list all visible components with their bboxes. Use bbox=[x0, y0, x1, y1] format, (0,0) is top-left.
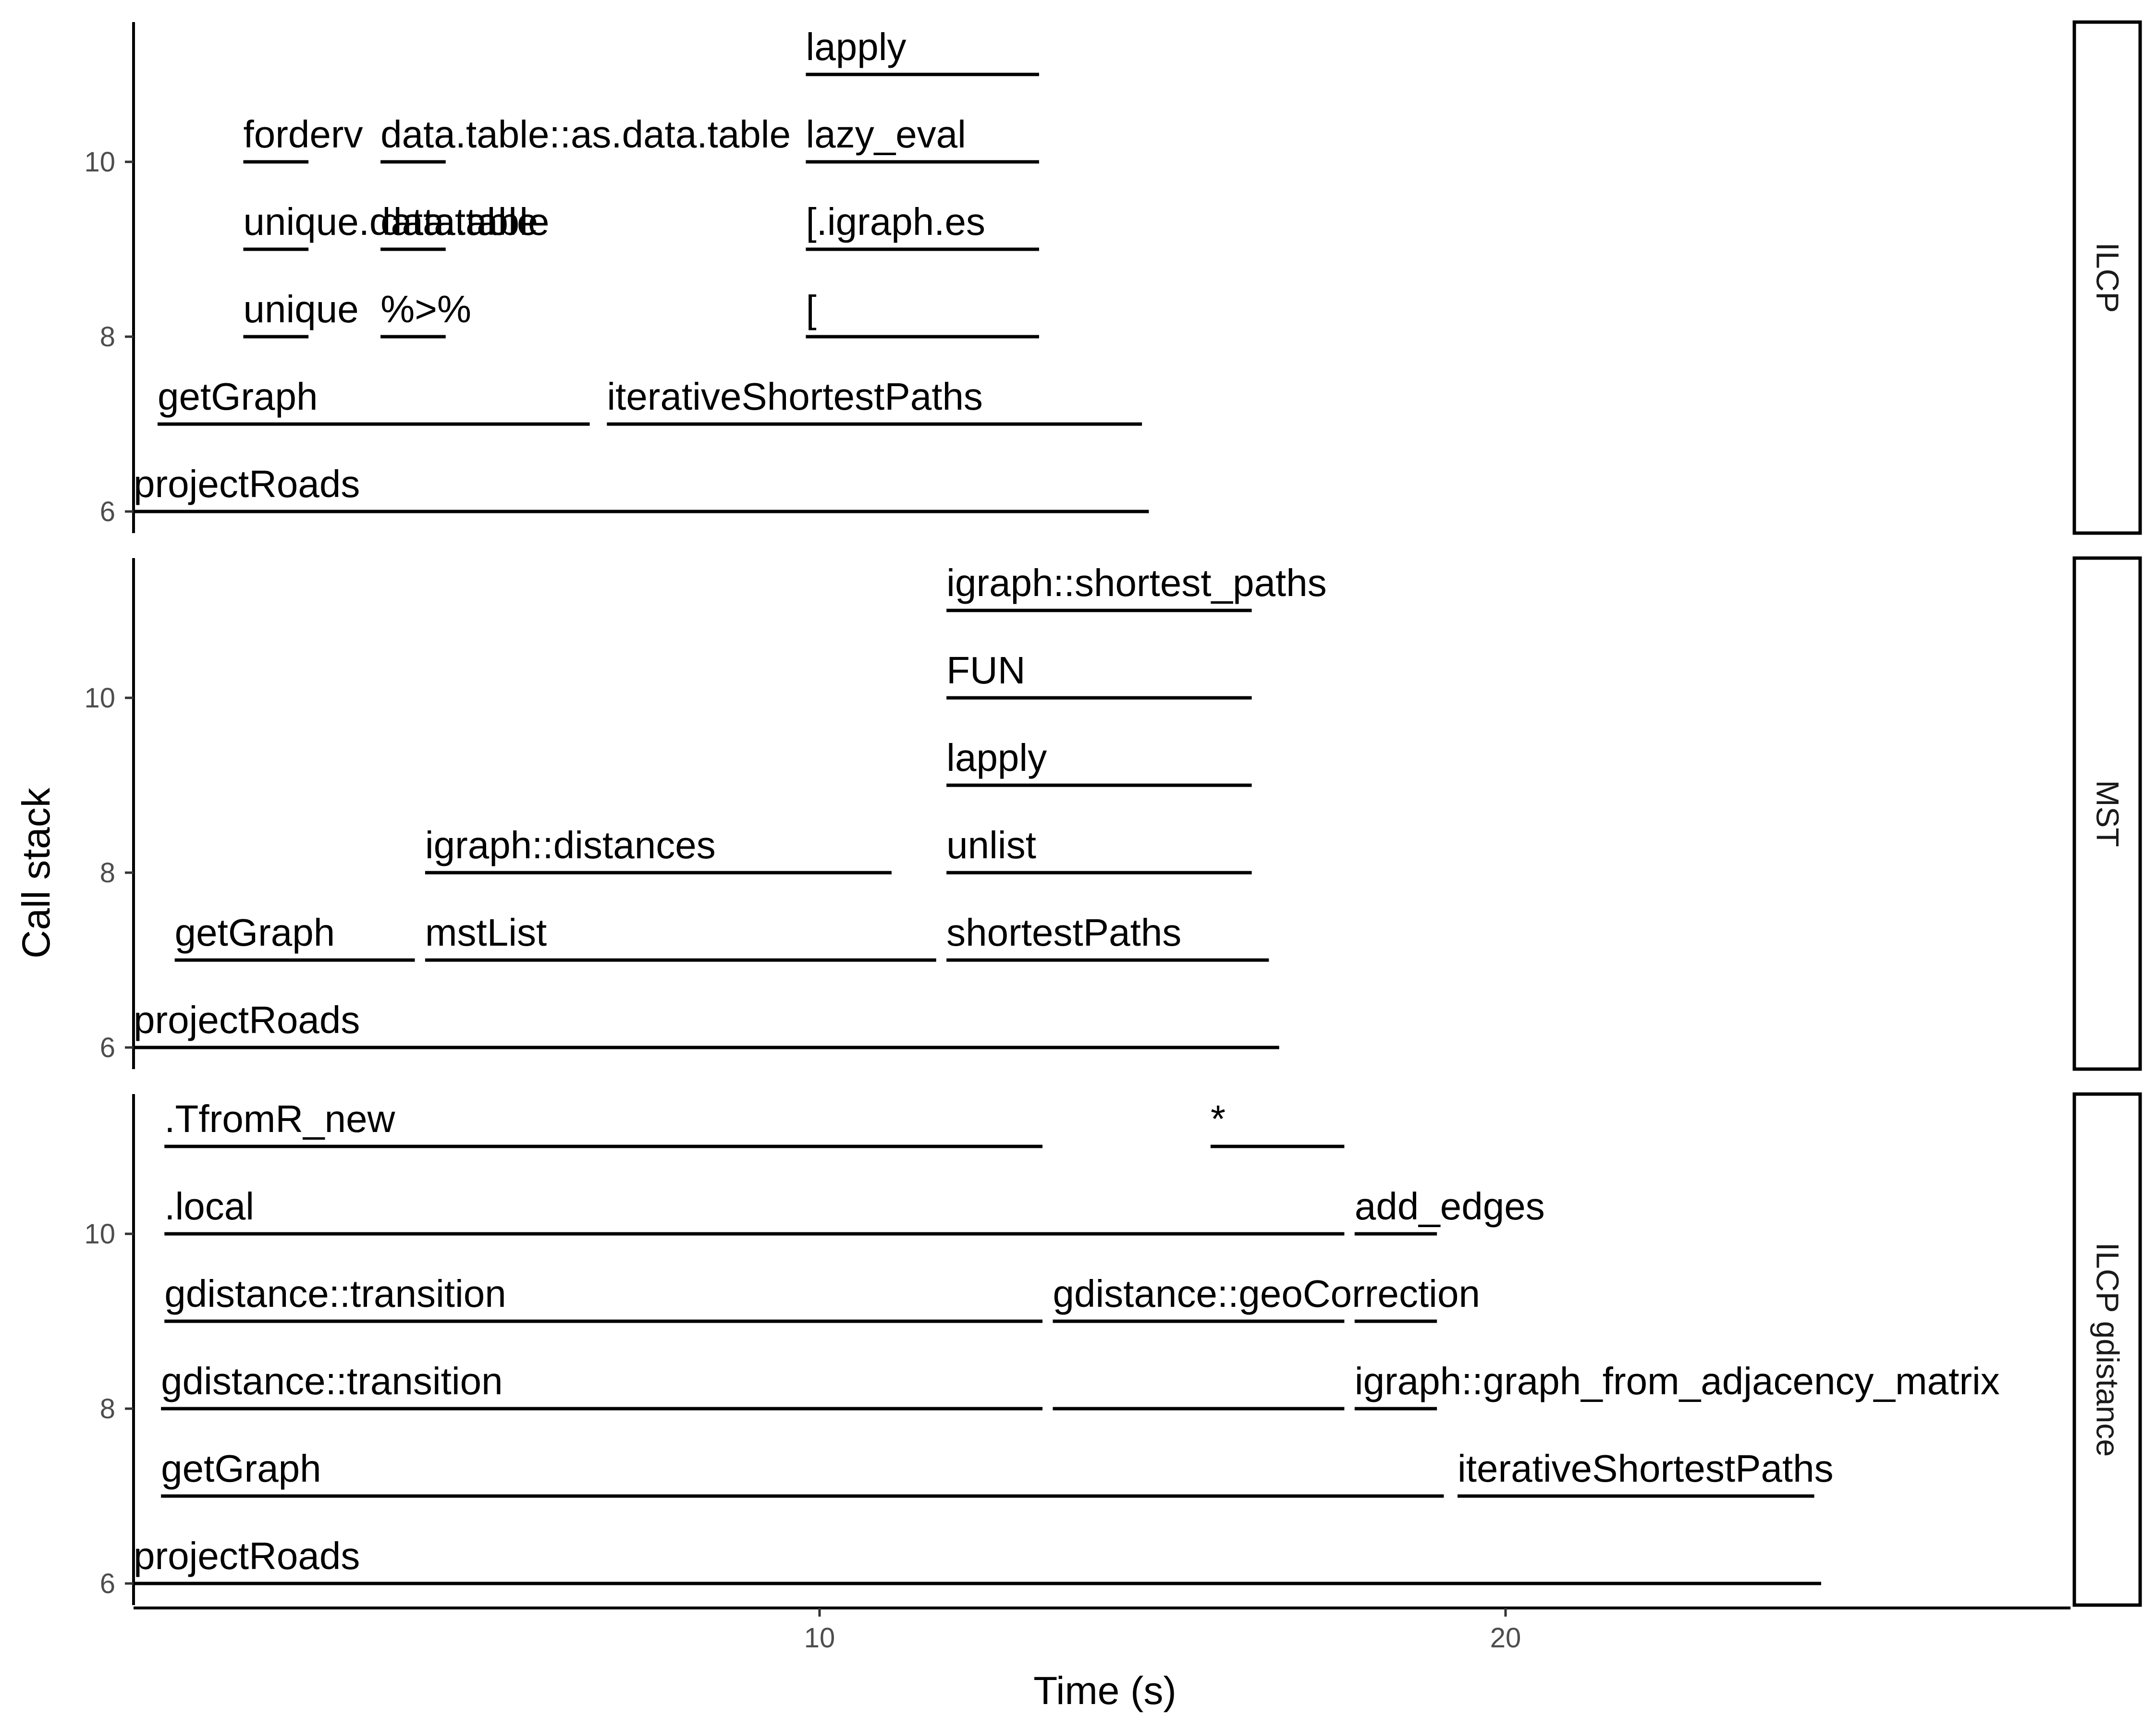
frame-label: unique bbox=[243, 288, 358, 330]
y-tick-label: 6 bbox=[100, 496, 115, 527]
frame-label: lapply bbox=[806, 25, 906, 68]
y-tick-label: 8 bbox=[100, 1393, 115, 1425]
frame-label: lapply bbox=[946, 736, 1047, 779]
frame-label: [.igraph.es bbox=[806, 200, 985, 243]
frame-label: gdistance::geoCorrection bbox=[1053, 1272, 1480, 1315]
frame-label: add_edges bbox=[1355, 1185, 1545, 1228]
frame-label: shortestPaths bbox=[946, 911, 1181, 954]
y-tick-label: 8 bbox=[100, 857, 115, 889]
frame-label: getGraph bbox=[161, 1447, 321, 1490]
frame-label: iterativeShortestPaths bbox=[607, 375, 983, 418]
y-tick-label: 10 bbox=[84, 682, 115, 714]
x-axis-title: Time (s) bbox=[1033, 1669, 1176, 1713]
frame-label: .local bbox=[164, 1185, 254, 1228]
facet-strip-panel-3 bbox=[2072, 1092, 2142, 1607]
frame-label: projectRoads bbox=[134, 1534, 360, 1577]
y-tick-label: 10 bbox=[84, 1218, 115, 1250]
frame-label: unlist bbox=[946, 824, 1036, 866]
frame-label: * bbox=[1211, 1097, 1225, 1140]
x-tick-label: 10 bbox=[804, 1622, 835, 1654]
facet-strip-label: ILCP gdistance bbox=[2090, 1242, 2126, 1457]
y-tick-label: 8 bbox=[100, 321, 115, 353]
y-tick-label: 6 bbox=[100, 1032, 115, 1063]
frame-label: iterativeShortestPaths bbox=[1458, 1447, 1834, 1490]
frame-label: data.table::as.data.table bbox=[380, 113, 791, 156]
facet-strip-label: ILCP bbox=[2090, 243, 2126, 313]
frame-label: lazy_eval bbox=[806, 113, 966, 156]
frame-label: .TfromR_new bbox=[164, 1097, 395, 1140]
frame-label: FUN bbox=[946, 649, 1025, 692]
frame-label: forderv bbox=[243, 113, 363, 156]
frame-label: gdistance::transition bbox=[161, 1360, 503, 1402]
frame-label: [ bbox=[806, 288, 816, 330]
frame-label: projectRoads bbox=[134, 998, 360, 1041]
frame-label: getGraph bbox=[158, 375, 318, 418]
facet-strip-panel-1 bbox=[2072, 20, 2142, 535]
y-axis-title: Call stack bbox=[14, 787, 58, 958]
frame-label: projectRoads bbox=[134, 463, 360, 505]
frame-label: gdistance::transition bbox=[164, 1272, 506, 1315]
frame-label: unique.data.table bbox=[243, 200, 538, 243]
x-tick-label: 20 bbox=[1490, 1622, 1521, 1654]
y-tick-label: 10 bbox=[84, 146, 115, 178]
frame-label: data.table bbox=[380, 200, 549, 243]
frame-label: igraph::graph_from_adjacency_matrix bbox=[1355, 1360, 2000, 1402]
facet-strip-panel-2 bbox=[2072, 556, 2142, 1071]
frame-label: mstList bbox=[425, 911, 547, 954]
facet-strip-label: MST bbox=[2090, 780, 2126, 847]
y-tick-label: 6 bbox=[100, 1568, 115, 1599]
frame-label: igraph::distances bbox=[425, 824, 716, 866]
frame-label: igraph::shortest_paths bbox=[946, 561, 1327, 604]
frame-label: %>% bbox=[380, 288, 471, 330]
frame-label: getGraph bbox=[175, 911, 335, 954]
